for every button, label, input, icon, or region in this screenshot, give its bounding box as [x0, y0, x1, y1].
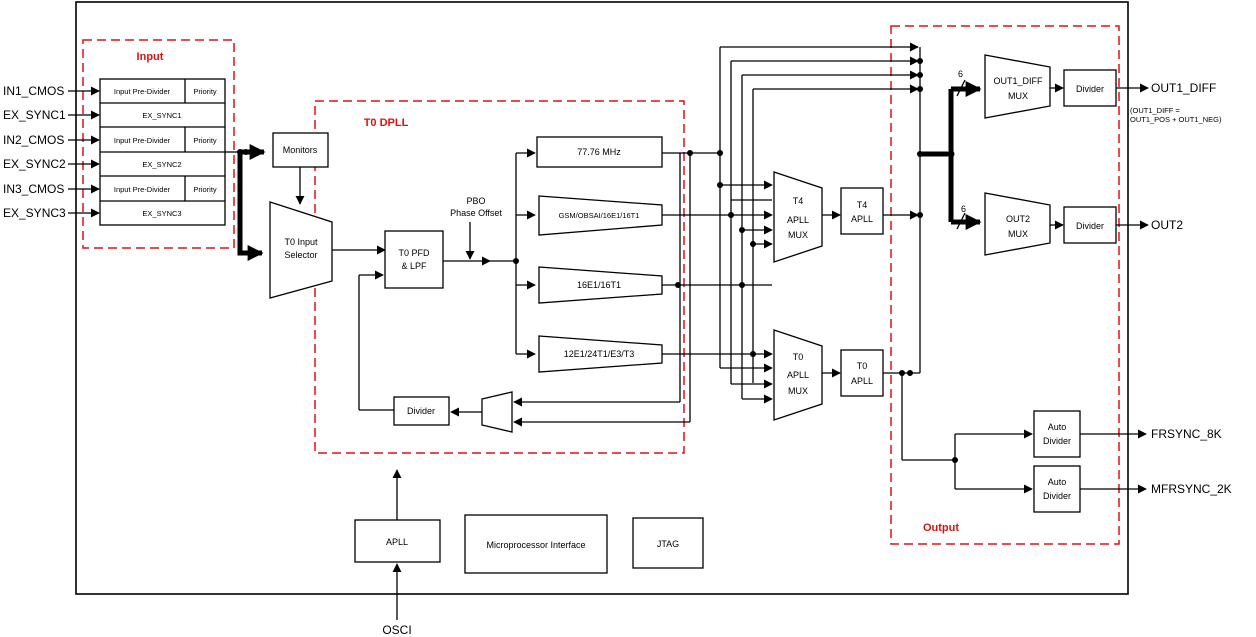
monitors-block — [272, 132, 329, 168]
auto-divider-1-block — [1033, 410, 1081, 458]
t0-apll-line2: APLL — [851, 376, 873, 386]
pbo-label-line1: PBO — [466, 196, 485, 206]
out1-note-line2: OUT1_POS + OUT1_NEG) — [1130, 115, 1222, 124]
out1-note-line1: (OUT1_DIFF = — [1130, 106, 1180, 115]
apll-label: APLL — [386, 537, 408, 547]
t0-dpll-section-title: T0 DPLL — [364, 117, 409, 129]
input-section-title: Input — [137, 51, 164, 63]
pre-divider-1: Input Pre-Divider — [114, 87, 171, 96]
freq-77-76-label: 77.76 MHz — [577, 147, 621, 157]
out2-mux-line2: MUX — [1008, 229, 1028, 239]
pin-in1-cmos: IN1_CMOS — [3, 84, 64, 98]
priority-3: Priority — [193, 185, 217, 194]
out1-mux-line1: OUT1_DIFF — [993, 76, 1043, 86]
divider-out2-label: Divider — [1076, 221, 1104, 231]
pin-in3-cmos: IN3_CMOS — [3, 182, 64, 196]
feedback-path — [358, 153, 691, 427]
freq-16e1-block — [538, 266, 663, 304]
t4-apll-line2: APLL — [851, 214, 873, 224]
input-pin-arrows — [68, 86, 100, 218]
priority-1: Priority — [193, 87, 217, 96]
mux-routing — [662, 42, 919, 404]
input-bus — [225, 143, 266, 262]
pin-osci: OSCI — [382, 623, 411, 637]
dpll-split-lines — [490, 148, 536, 359]
auto-divider-1-line1: Auto — [1048, 422, 1067, 432]
pin-in2-cmos: IN2_CMOS — [3, 133, 64, 147]
freq-12e1-block — [538, 335, 663, 373]
input-table — [99, 78, 226, 226]
input-section-border — [82, 39, 235, 249]
divider-feedback-block — [393, 396, 450, 426]
pre-divider-3: Input Pre-Divider — [114, 185, 171, 194]
jtag-block — [632, 517, 704, 569]
auto-divider-2-block — [1033, 465, 1081, 513]
t0-input-selector-line1: T0 Input — [284, 237, 318, 247]
freq-gsm-label: GSM/OBSAI/16E1/16T1 — [559, 211, 640, 220]
chip-boundary — [75, 1, 1129, 595]
t0-mux-line3: MUX — [788, 386, 808, 396]
bus-width-out1: 6 — [958, 69, 963, 79]
t0-apll-block — [840, 349, 884, 397]
t0-input-selector — [269, 201, 333, 299]
out1-mux-line2: MUX — [1008, 91, 1028, 101]
pin-ex-sync3: EX_SYNC3 — [3, 206, 66, 220]
out2-mux — [984, 192, 1051, 256]
t0-pfd-lpf-line2: & LPF — [401, 261, 427, 271]
priority-2: Priority — [193, 136, 217, 145]
t4-mux-line3: MUX — [788, 230, 808, 240]
t0-pfd-lpf-line1: T0 PFD — [398, 248, 430, 258]
auto-divider-2-line1: Auto — [1048, 477, 1067, 487]
t0-mux-line1: T0 — [793, 352, 804, 362]
ex-sync1-cell: EX_SYNC1 — [142, 111, 181, 120]
t0-mux-line2: APLL — [787, 370, 809, 380]
t0-pfd-lpf-block — [384, 230, 444, 289]
auto-divider-2-line2: Divider — [1043, 491, 1071, 501]
freq-gsm-block — [538, 195, 663, 236]
t0-apll-output-lines — [883, 47, 1033, 494]
t4-apll-block — [840, 187, 884, 235]
pin-mfrsync-2k: MFRSYNC_2K — [1151, 482, 1232, 496]
microprocessor-interface-label: Microprocessor Interface — [486, 540, 585, 550]
t4-mux-line2: APLL — [787, 215, 809, 225]
t0-input-selector-line2: Selector — [284, 250, 317, 260]
out2-mux-line1: OUT2 — [1006, 214, 1030, 224]
jtag-label: JTAG — [657, 539, 679, 549]
auto-divider-1-line2: Divider — [1043, 436, 1071, 446]
pin-frsync-8k: FRSYNC_8K — [1151, 427, 1222, 441]
divider-out1-block — [1063, 69, 1117, 107]
output-section-title: Output — [923, 522, 959, 534]
ex-sync2-cell: EX_SYNC2 — [142, 160, 181, 169]
t0-apll-mux — [773, 329, 823, 421]
apll-block — [354, 519, 441, 563]
divider-out1-label: Divider — [1076, 84, 1104, 94]
pin-ex-sync2: EX_SYNC2 — [3, 157, 66, 171]
microprocessor-interface-block — [464, 514, 608, 574]
monitors-label: Monitors — [283, 145, 318, 155]
bus-width-out2: 6 — [961, 204, 966, 214]
ex-sync3-cell: EX_SYNC3 — [142, 209, 181, 218]
t4-mux-line1: T4 — [793, 196, 804, 206]
freq-12e1-label: 12E1/24T1/E3/T3 — [564, 349, 635, 359]
feedback-mux — [481, 391, 513, 433]
pin-out2: OUT2 — [1151, 218, 1183, 232]
out1-diff-mux — [984, 54, 1051, 119]
output-section-border — [890, 25, 1120, 545]
pbo-label-line2: Phase Offset — [450, 208, 502, 218]
pin-ex-sync1: EX_SYNC1 — [3, 108, 66, 122]
t0-apll-line1: T0 — [857, 361, 868, 371]
pin-out1-diff: OUT1_DIFF — [1151, 81, 1216, 95]
divider-feedback-label: Divider — [407, 406, 435, 416]
freq-16e1-label: 16E1/16T1 — [577, 280, 621, 290]
pre-divider-2: Input Pre-Divider — [114, 136, 171, 145]
t4-apll-mux — [773, 171, 823, 263]
output-bus — [920, 79, 982, 231]
freq-77-76-block — [536, 136, 663, 168]
t4-apll-line1: T4 — [857, 200, 868, 210]
